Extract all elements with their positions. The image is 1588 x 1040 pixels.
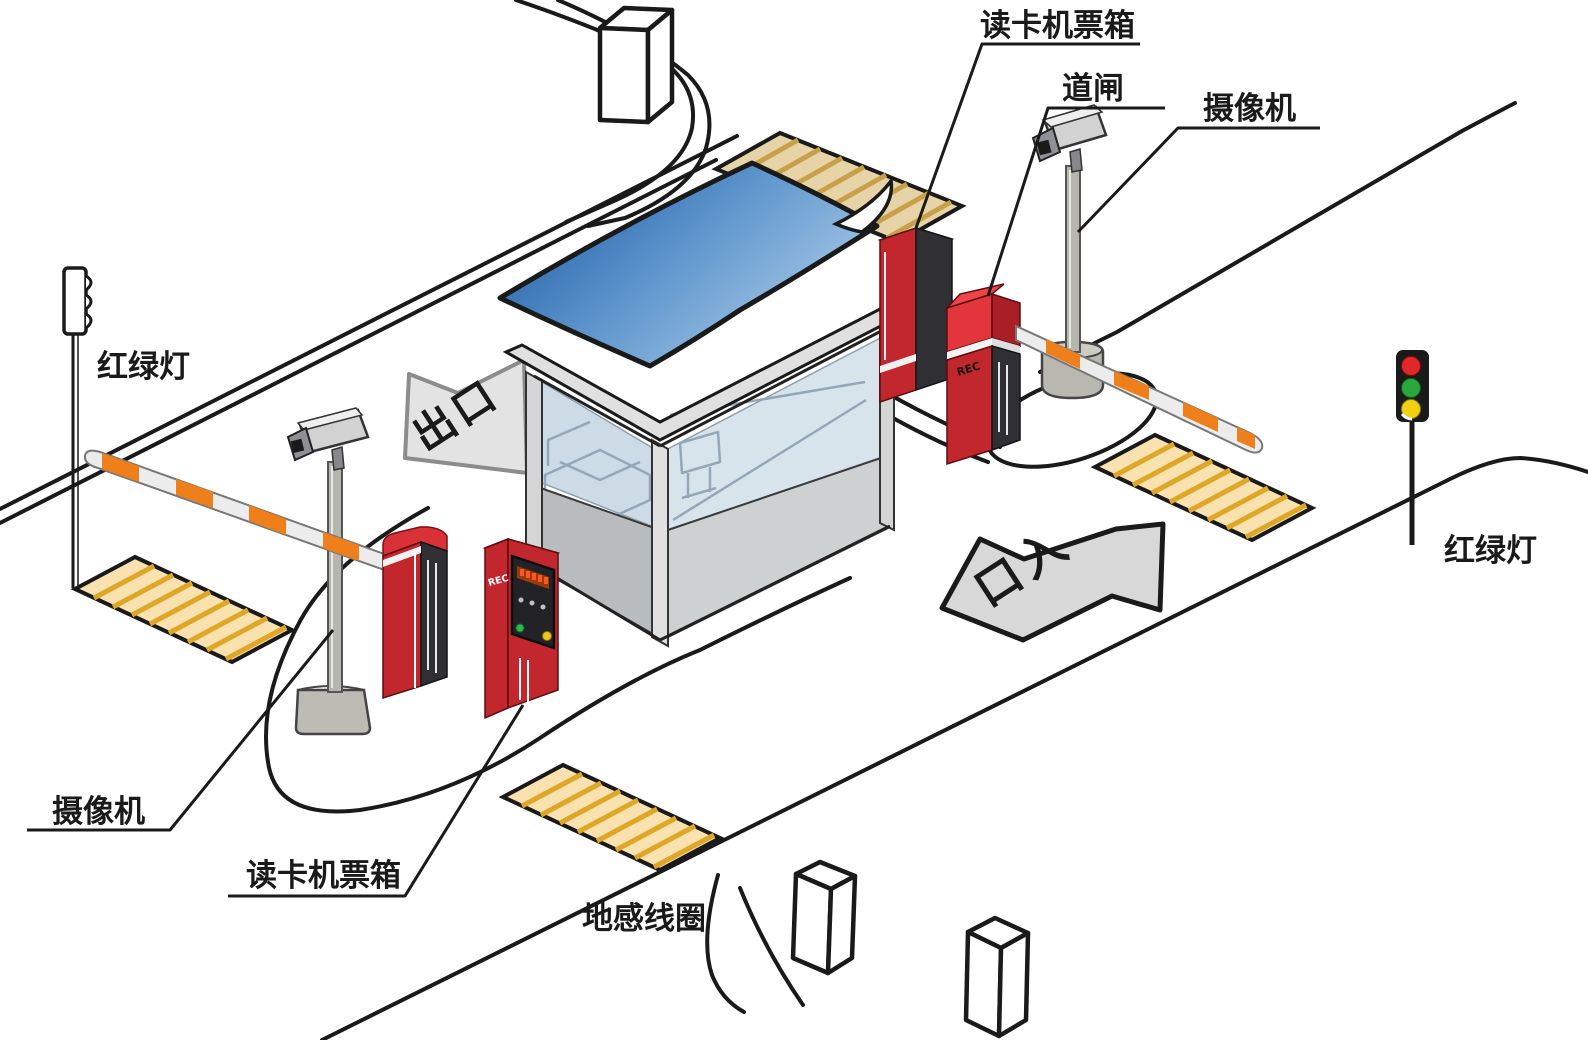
barrier-arm-entrance xyxy=(1015,324,1264,454)
booth-post-left xyxy=(525,370,543,572)
booth-roof-curl xyxy=(831,176,894,234)
label-ground-loop: 地感线圈 xyxy=(582,901,706,937)
leader-reader-top xyxy=(914,42,1140,229)
bottom-curve-b xyxy=(738,886,805,1007)
camera-icon-left xyxy=(286,407,370,471)
camera-pole-left xyxy=(286,407,372,736)
entrance-arrow: 口入 xyxy=(939,515,1166,643)
barrier-gate-entrance: REC xyxy=(944,283,1021,466)
booth-post-front xyxy=(651,438,669,648)
leader-reader-bottom xyxy=(228,704,525,898)
label-light-left: 红绿灯 xyxy=(97,349,190,385)
leader-gate xyxy=(986,106,1165,297)
ground-loop-bottom xyxy=(498,762,725,873)
ticket-box-entrance xyxy=(877,226,955,404)
ground-loop-entrance xyxy=(1090,432,1317,543)
leader-camera-right xyxy=(1076,126,1320,234)
label-camera-right: 摄像机 xyxy=(1203,91,1296,127)
label-reader-top: 读卡机票箱 xyxy=(980,8,1135,44)
signal-green xyxy=(1401,378,1421,398)
rec-text-exit: REC xyxy=(487,573,510,589)
exit-arrow: 出口 xyxy=(403,358,529,475)
ticket-box-exit: REC xyxy=(482,537,561,720)
camera-pole-right xyxy=(1031,104,1108,400)
pillar-box-top xyxy=(597,5,675,125)
yellow-button xyxy=(542,631,552,641)
label-reader-bottom: 读卡机票箱 xyxy=(246,858,401,894)
annotations: 读卡机票箱 道闸 摄像机 红绿灯 红绿灯 摄像机 读卡机票箱 地感线圈 xyxy=(27,8,1537,937)
barrier-gate-exit xyxy=(382,526,448,700)
label-light-right: 红绿灯 xyxy=(1444,533,1537,569)
barrier-arm-exit xyxy=(83,449,391,574)
bottom-curve-a xyxy=(705,873,746,1014)
traffic-light-right xyxy=(1396,350,1429,545)
pillar-box-bottom-right xyxy=(963,915,1031,1039)
booth-roof xyxy=(497,160,880,369)
ground-loop-exit xyxy=(70,554,297,665)
green-button xyxy=(515,623,525,633)
label-gate: 道闸 xyxy=(1062,71,1124,107)
label-camera-left: 摄像机 xyxy=(52,794,145,830)
camera-icon-right xyxy=(1031,104,1108,173)
guard-booth xyxy=(497,160,901,648)
pillar-box-bottom-left xyxy=(790,859,858,976)
leader-camera-left xyxy=(27,629,335,832)
signal-red xyxy=(1401,356,1421,376)
traffic-light-left xyxy=(62,266,93,588)
island-curb-left xyxy=(264,506,852,814)
